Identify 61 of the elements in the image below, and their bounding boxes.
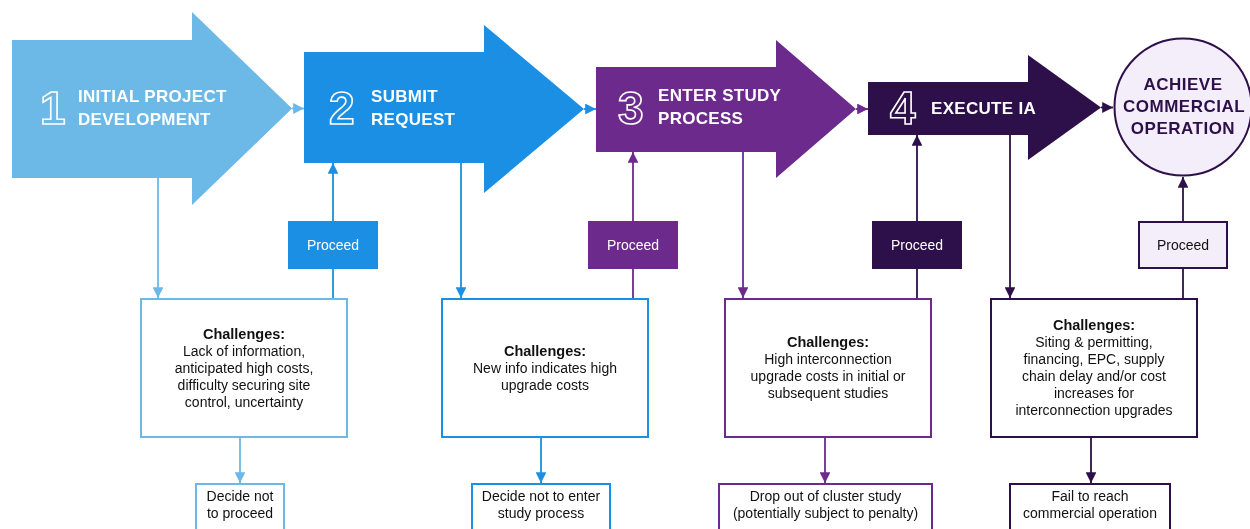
outcome-box xyxy=(718,483,933,529)
process-box xyxy=(588,221,678,269)
step-banner xyxy=(12,12,292,205)
arrow xyxy=(1177,176,1189,222)
arrow xyxy=(327,162,339,222)
connector-line xyxy=(332,268,334,299)
box-heading: Challenges: xyxy=(1052,317,1136,334)
box-label: Proceed xyxy=(890,236,944,254)
step-title: EXECUTE IA xyxy=(931,98,1038,120)
arrow xyxy=(1085,437,1097,484)
goal-label: ACHIEVE COMMERCIAL OPERATION xyxy=(1123,74,1243,140)
arrow xyxy=(291,103,305,114)
arrow xyxy=(911,134,923,222)
process-box xyxy=(1138,221,1228,269)
box-label: Proceed xyxy=(1156,236,1210,254)
box-label: Decide not to enter study process xyxy=(480,488,602,522)
box-heading: Challenges: xyxy=(202,325,286,343)
box-label: Fail to reach commercial operation xyxy=(1022,488,1158,522)
step-banner xyxy=(304,25,584,193)
box-text: New info indicates high upgrade costs xyxy=(472,359,618,394)
challenge-box xyxy=(724,298,932,438)
step-title: SUBMIT REQUEST xyxy=(371,86,457,131)
arrow xyxy=(627,151,639,222)
challenge-box xyxy=(441,298,649,438)
step-number: 2 xyxy=(329,85,355,131)
box-label: Proceed xyxy=(606,236,660,254)
arrow xyxy=(737,151,749,299)
outcome-box xyxy=(1009,483,1171,529)
box-label: Proceed xyxy=(306,236,360,254)
step-number: 1 xyxy=(40,85,66,131)
connector-line xyxy=(1182,268,1184,299)
box-text: Siting & permitting, financing, EPC, supply chain delay and/or cost increases for interconnection upgrades xyxy=(1014,334,1174,419)
challenge-box xyxy=(140,298,348,438)
box-text: High interconnection upgrade costs in initial or subsequent studies xyxy=(749,351,907,402)
arrow xyxy=(152,177,164,299)
outcome-box xyxy=(471,483,611,529)
arrow xyxy=(455,162,467,299)
process-box xyxy=(872,221,962,269)
box-heading: Challenges: xyxy=(503,342,587,360)
connector-line xyxy=(632,268,634,299)
arrow xyxy=(819,437,831,484)
arrow xyxy=(855,103,869,115)
box-text: Lack of information, anticipated high costs, difficulty securing site control, uncertainty xyxy=(173,342,315,411)
process-box xyxy=(288,221,378,269)
step-title: INITIAL PROJECT DEVELOPMENT xyxy=(78,86,228,131)
connector-line xyxy=(916,268,918,299)
step-number: 3 xyxy=(618,85,644,131)
arrow xyxy=(234,437,246,484)
box-heading: Challenges: xyxy=(786,334,870,351)
step-number: 4 xyxy=(890,85,916,131)
arrow xyxy=(535,437,547,484)
arrow xyxy=(583,103,597,115)
arrow xyxy=(1100,102,1114,113)
step-banner xyxy=(596,40,856,178)
arrow xyxy=(1004,134,1016,299)
step-banner xyxy=(868,55,1101,160)
challenge-box xyxy=(990,298,1198,438)
box-label: Drop out of cluster study (potentially subject to penalty) xyxy=(731,488,920,522)
step-title: ENTER STUDY PROCESS xyxy=(658,85,782,130)
outcome-box xyxy=(195,483,285,529)
box-label: Decide not to proceed xyxy=(205,488,275,522)
